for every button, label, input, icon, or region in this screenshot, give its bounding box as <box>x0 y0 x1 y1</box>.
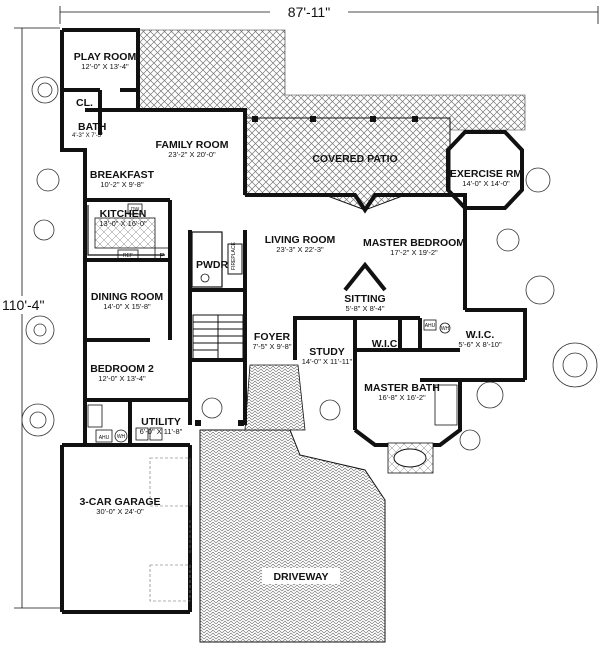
overall-depth-label: 110'-4" <box>2 297 44 313</box>
kitchen-counter <box>87 205 165 256</box>
master-bedroom-size: 17'-2" X 19'-2" <box>390 248 438 257</box>
sitting-name: SITTING <box>344 293 385 305</box>
exercise-rm-name: EXERCISE RM <box>450 168 523 180</box>
stairs <box>192 314 244 360</box>
fireplace-label: FIREPLACE <box>231 242 237 270</box>
foyer-name: FOYER <box>254 331 291 343</box>
width-dimension: 87'-11" <box>59 2 599 24</box>
master-bath-size: 16'-8" X 16'-2" <box>378 393 426 402</box>
patio-columns <box>195 116 418 426</box>
breakfast-size: 10'-2" X 9'-8" <box>100 180 144 189</box>
wh-utility-label: WH <box>117 434 126 440</box>
powder-room <box>191 231 223 288</box>
ahu-utility <box>95 429 113 443</box>
ahu-master <box>423 319 437 331</box>
washer <box>135 427 149 441</box>
bedroom-2-size: 12'-0" X 13'-4" <box>98 374 146 383</box>
dining-room-name: DINING ROOM <box>91 291 164 303</box>
driveway-name: DRIVEWAY <box>273 571 328 583</box>
covered-patio-name: COVERED PATIO <box>312 153 397 165</box>
utility-size: 6'-0" X 11'-8" <box>140 427 183 436</box>
living-room-size: 23'-3" X 22'-3" <box>276 245 324 254</box>
family-room-size: 23'-2" X 20'-0" <box>168 150 216 159</box>
wic-master-size: 5'-6" X 8'-10" <box>458 340 502 349</box>
pwdr-toilet <box>200 273 210 283</box>
garage-doors <box>149 457 191 602</box>
sitting-size: 5'-8" X 8'-4" <box>345 304 384 313</box>
garage-name: 3-CAR GARAGE <box>79 496 160 508</box>
foyer-size: 7'-5" X 9'-8" <box>252 342 291 351</box>
ahu-master-label: AHU <box>425 323 436 329</box>
fireplace <box>227 243 243 275</box>
wic-master-name: W.I.C. <box>466 329 495 341</box>
study-size: 14'-0" X 11'-11" <box>302 357 353 366</box>
master-bedroom-name: MASTER BEDROOM <box>363 237 465 249</box>
family-room-name: FAMILY ROOM <box>156 139 229 151</box>
dryer <box>149 427 163 441</box>
landscaping <box>21 76 598 451</box>
dining-room-size: 14'-0" X 15'-8" <box>103 302 151 311</box>
living-room-name: LIVING ROOM <box>265 234 336 246</box>
study-name: STUDY <box>309 346 345 358</box>
closet-play-name: CL. <box>76 97 93 109</box>
kitchen-name: KITCHEN <box>100 208 147 220</box>
exercise-room-walls <box>446 130 524 210</box>
breakfast-name: BREAKFAST <box>90 169 155 181</box>
master-tub <box>393 448 427 468</box>
garage-size: 30'-0" X 24'-0" <box>96 507 144 516</box>
utility-name: UTILITY <box>141 416 181 428</box>
play-room-size: 12'-0" X 13'-4" <box>81 62 129 71</box>
wh-master-label: WH <box>441 326 450 332</box>
pantry-label: P <box>159 251 164 260</box>
kitchen-tile <box>94 217 156 249</box>
exercise-rm-size: 14'-0" X 14'-0" <box>462 179 510 188</box>
depth-dimension: 110'-4" <box>0 27 60 609</box>
ref-label: REF <box>123 253 133 259</box>
pantry <box>154 247 170 261</box>
play-room-name: PLAY ROOM <box>74 51 137 63</box>
kitchen-size: 13'-0" X 16'-0" <box>99 219 147 228</box>
entry-walk <box>244 364 306 431</box>
master-shower <box>434 384 458 426</box>
bath-size: 4'-3" X 7'-5" <box>72 133 103 139</box>
room-labels: PLAY ROOM 12'-0" X 13'-4" CL. BATH 4'-3"… <box>72 51 522 584</box>
refrigerator <box>117 249 139 260</box>
overall-width-label: 87'-11" <box>288 4 330 20</box>
wic-small-name: W.I.C. <box>372 338 401 350</box>
driveway-area <box>199 429 386 643</box>
pwdr-name: PWDR <box>196 259 228 271</box>
ahu-utility-label: AHU <box>99 435 110 441</box>
patio-area-north <box>137 29 526 131</box>
dw-label: DW <box>131 207 140 213</box>
bedroom-2-name: BEDROOM 2 <box>90 363 154 375</box>
interior-walls <box>62 88 460 445</box>
bath-name: BATH <box>78 121 106 133</box>
master-bath-name: MASTER BATH <box>364 382 440 394</box>
wh-master <box>439 322 451 334</box>
dishwasher <box>127 203 143 215</box>
wh-utility <box>114 429 128 443</box>
bedroom2-tub <box>87 404 103 428</box>
